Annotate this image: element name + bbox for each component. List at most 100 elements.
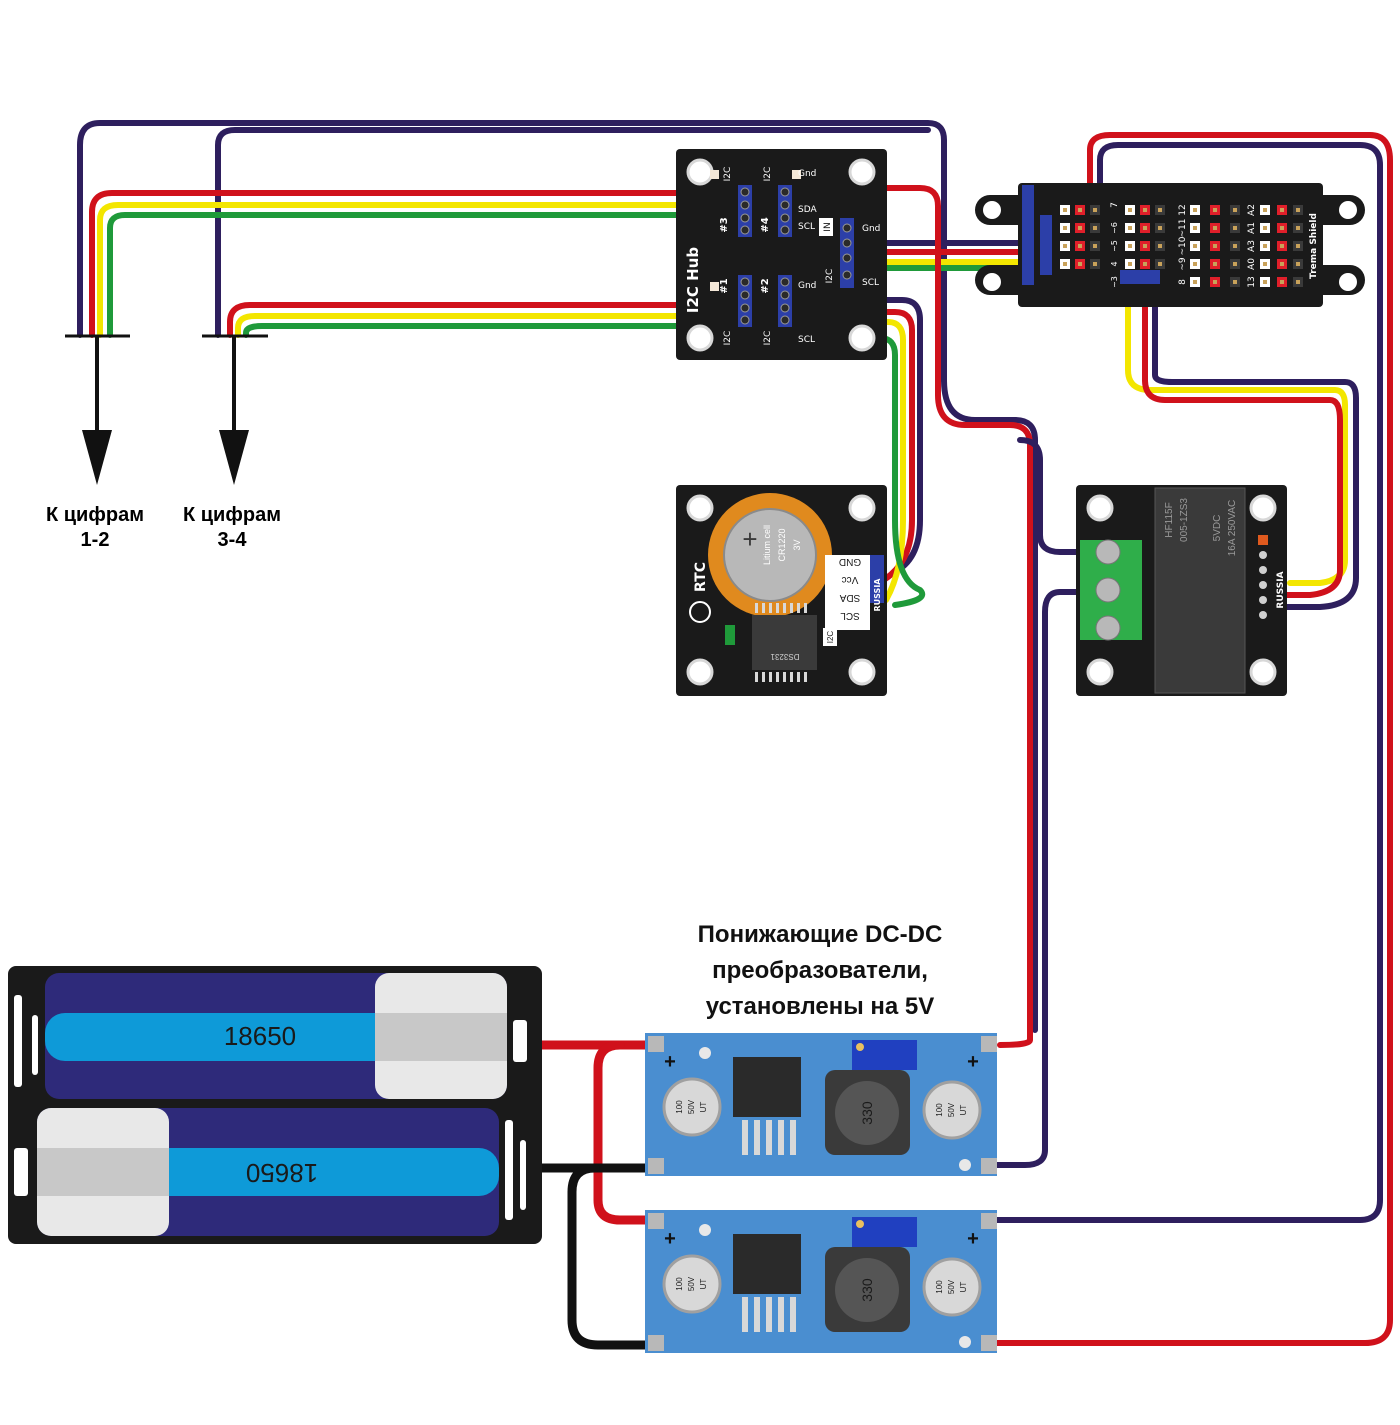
- wire-red-hub-vcc: [797, 185, 1033, 1048]
- rtc-module: + Litium cell CR1220 3V RTC DS3231 GND V…: [676, 485, 887, 696]
- dcdc2-cap-left-1: 100: [675, 1277, 684, 1291]
- rtc-cell-line2: CR1220: [777, 528, 787, 561]
- relay-module: HF115F 005-1ZS3 5VDC 16A 250VAC RUSSIA: [1076, 485, 1287, 696]
- shield-name: Trema Shield: [1309, 213, 1319, 279]
- i2c-hub-module: I2C Hub I2C I2C I2C I2C I2C #3 #4 #1 #2 …: [676, 149, 887, 360]
- wire-red-relay: [1142, 292, 1343, 598]
- hub-gnd-in: Gnd: [862, 224, 880, 234]
- rtc-cell-line1: Litium cell: [762, 525, 772, 565]
- dcdc-caption-line2: преобразователи,: [712, 957, 928, 984]
- hub-in-label: IN: [823, 222, 833, 231]
- rtc-chip: DS3231: [770, 652, 799, 661]
- rtc-pin-sda: SDA: [839, 592, 860, 603]
- wire-purple-top-2: [215, 127, 931, 338]
- wire-red-34: [227, 302, 743, 338]
- shield-pin-3: ~3: [1110, 276, 1119, 288]
- terminal-screw-3[interactable]: [1095, 615, 1121, 641]
- shield-pin-11: ~11: [1178, 219, 1188, 238]
- hub-i2c-label-in: I2C: [825, 269, 835, 284]
- terminal-screw-1[interactable]: [1095, 539, 1121, 565]
- dcdc-caption-line3: установлены на 5V: [706, 993, 935, 1020]
- terminal-screw-2[interactable]: [1095, 577, 1121, 603]
- wire-purple-dcdc1: [992, 589, 1093, 1168]
- dcdc1-plus-left: +: [664, 1051, 676, 1073]
- relay-russia: RUSSIA: [1276, 571, 1286, 608]
- dcdc2-plus-left: +: [664, 1228, 676, 1250]
- hub-port2: #2: [760, 278, 771, 293]
- wire-purple-top: [77, 120, 1038, 1033]
- hub-i2c-label-3: I2C: [723, 167, 733, 182]
- hub-i2c-label-4: I2C: [763, 167, 773, 182]
- shield-pin-a1: A1: [1247, 222, 1257, 234]
- clock-icon: [689, 601, 711, 623]
- dcdc1-cap-left-1: 100: [675, 1100, 684, 1114]
- hub-scl-bottom: SCL: [798, 335, 815, 345]
- output-arrow-12: [65, 334, 130, 485]
- shield-pin-a0: A0: [1247, 258, 1257, 270]
- dcdc1-cap-right-1: 100: [935, 1103, 944, 1117]
- wire-yellow-rtc: [787, 319, 906, 603]
- dcdc1-cap-right-3: UT: [959, 1105, 968, 1116]
- battery-holder: 18650 18650: [8, 966, 542, 1244]
- dcdc2-cap-left-2: 50V: [687, 1276, 696, 1291]
- hub-port3: #3: [719, 217, 730, 232]
- dcdc-converter-1: + + 100 50V UT 330 100 50V UT: [645, 1033, 997, 1176]
- hub-i2c-label-2: I2C: [763, 331, 773, 346]
- hub-title: I2C Hub: [684, 247, 702, 313]
- shield-pin-4: 4: [1110, 261, 1119, 266]
- wire-purple-shield-top: [987, 142, 1383, 1223]
- relay-rating-2: 16A 250VAC: [1227, 500, 1238, 557]
- dcdc1-cap-right-2: 50V: [947, 1102, 956, 1117]
- shield-pin-9: ~9: [1178, 257, 1188, 271]
- dcdc2-cap-right-2: 50V: [947, 1279, 956, 1294]
- battery-cell-2-label: 18650: [246, 1158, 318, 1188]
- wire-red-batt-2: [593, 1040, 660, 1225]
- shield-pin-5: ~5: [1110, 240, 1119, 252]
- relay-model-1: HF115F: [1164, 502, 1175, 537]
- wire-black-batt-2: [567, 1163, 660, 1350]
- rtc-pin-scl: SCL: [840, 610, 860, 621]
- dcdc1-cap-left-3: UT: [699, 1102, 708, 1113]
- hub-i2c-label-1: I2C: [723, 331, 733, 346]
- label-digits-34-line2: 3-4: [218, 529, 248, 551]
- wire-purple-relay: [1152, 297, 1359, 610]
- dcdc1-inductor: 330: [859, 1101, 875, 1125]
- wire-red-12: [89, 190, 713, 338]
- wire-red-shield-top: [987, 132, 1393, 1346]
- label-digits-12-line1: К цифрам: [46, 504, 144, 526]
- wire-yellow-34: [235, 313, 745, 338]
- rtc-cell-line3: 3V: [792, 539, 802, 550]
- hub-scl-top: SCL: [798, 222, 815, 232]
- dcdc2-inductor: 330: [859, 1278, 875, 1302]
- output-arrow-34: [202, 334, 268, 485]
- shield-pin-a3: A3: [1247, 240, 1257, 252]
- hub-scl-in: SCL: [862, 278, 879, 288]
- rtc-pin-gnd: GND: [839, 556, 861, 567]
- label-digits-12-line2: 1-2: [81, 529, 110, 551]
- hub-port4: #4: [760, 217, 771, 232]
- hub-gnd-top: Gnd: [798, 169, 816, 179]
- trema-shield-module: 7 12 A1 A2 A3 8 ~9 ~10 ~11 13 A0 ~3 4 ~5…: [975, 183, 1365, 307]
- shield-pin-7: 7: [1110, 202, 1120, 208]
- dcdc2-cap-left-3: UT: [699, 1279, 708, 1290]
- wire-purple-relay-term: [1017, 437, 1093, 555]
- dcdc2-cap-right-1: 100: [935, 1280, 944, 1294]
- battery-cell-1-label: 18650: [224, 1021, 296, 1051]
- relay-model-2: 005-1ZS3: [1179, 498, 1190, 542]
- rtc-i2c: I2C: [826, 631, 835, 644]
- relay-rating-1: 5VDC: [1212, 515, 1223, 542]
- label-digits-34-line1: К цифрам: [183, 504, 281, 526]
- wires: [77, 120, 1393, 1350]
- dcdc2-plus-right: +: [967, 1228, 979, 1250]
- cell-plus: +: [742, 524, 757, 554]
- wire-purple-rtc: [787, 297, 923, 576]
- shield-pin-10: ~10: [1178, 236, 1188, 255]
- shield-pin-a2: A2: [1247, 204, 1257, 216]
- rtc-russia: RUSSIA: [873, 578, 882, 612]
- hub-port1: #1: [719, 278, 730, 293]
- rtc-pin-vcc: Vcc: [842, 574, 859, 585]
- dcdc-caption-line1: Понижающие DC-DC: [698, 921, 943, 948]
- dcdc1-cap-left-2: 50V: [687, 1099, 696, 1114]
